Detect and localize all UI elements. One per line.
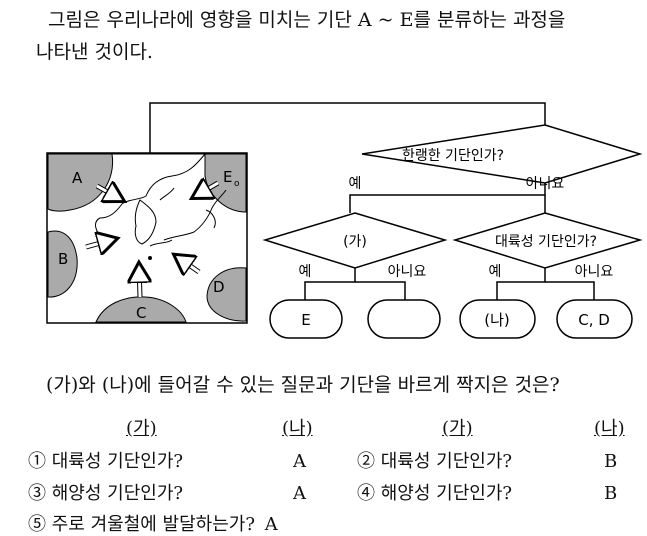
question-text: (가)와 (나)에 들어갈 수 있는 질문과 기단을 바르게 짝지은 것은? bbox=[46, 374, 560, 396]
stem-line-2: 나타낸 것이다. bbox=[36, 41, 153, 63]
air-mass-B bbox=[47, 230, 78, 298]
option-1-num: ① bbox=[28, 451, 46, 472]
option-5[interactable]: ⑤ 주로 겨울철에 발달하는가? A bbox=[28, 514, 278, 536]
yes-label-3: 예 bbox=[489, 264, 502, 280]
flowchart: 한랭한 기단인가? 예 아니요 (가) 대륙성 기단인가? 예 아니요 예 아니… bbox=[262, 124, 643, 339]
option-3-num: ③ bbox=[28, 483, 46, 504]
stem-line-1: 그림은 우리나라에 영향을 미치는 기단 A ~ E를 분류하는 과정을 bbox=[48, 9, 566, 31]
label-A: A bbox=[72, 169, 83, 187]
decision-ga-text: (가) bbox=[343, 234, 367, 250]
no-label-3: 아니요 bbox=[575, 264, 614, 280]
result-E-text: E bbox=[301, 311, 310, 329]
continent-outline bbox=[95, 153, 207, 241]
header-ga-right: (가) bbox=[442, 418, 473, 439]
result-na bbox=[459, 299, 536, 339]
header-na-left: (나) bbox=[282, 418, 313, 439]
connector-map-to-decision bbox=[149, 102, 546, 153]
result-CD bbox=[556, 299, 633, 339]
option-4[interactable]: ④ 해양성 기단인가? bbox=[357, 483, 512, 505]
decision-continental-text: 대륙성 기단인가? bbox=[495, 234, 597, 250]
yes-label-2: 예 bbox=[299, 264, 312, 280]
result-blank bbox=[367, 299, 441, 339]
option-5-answer: A bbox=[264, 514, 278, 535]
option-4-num: ④ bbox=[357, 483, 375, 504]
decision-cold-text: 한랭한 기단인가? bbox=[402, 148, 504, 164]
option-1-answer: A bbox=[293, 451, 306, 472]
korean-peninsula bbox=[134, 199, 157, 245]
no-label-2: 아니요 bbox=[388, 264, 427, 280]
label-E: E bbox=[223, 168, 232, 186]
japan-islands bbox=[149, 189, 227, 247]
option-3[interactable]: ③ 해양성 기단인가? bbox=[28, 483, 183, 505]
no-label-1: 아니요 bbox=[526, 176, 565, 192]
option-2[interactable]: ② 대륙성 기단인가? bbox=[357, 451, 512, 473]
option-2-num: ② bbox=[357, 451, 375, 472]
option-2-answer: B bbox=[604, 451, 618, 472]
option-2-text: 대륙성 기단인가? bbox=[380, 451, 513, 472]
label-C: C bbox=[136, 304, 146, 322]
label-B: B bbox=[58, 250, 68, 268]
yes-label-1: 예 bbox=[349, 176, 362, 192]
map: A B C D E o bbox=[46, 152, 248, 324]
result-E bbox=[269, 299, 343, 339]
option-4-text: 해양성 기단인가? bbox=[380, 483, 513, 504]
label-E-subscript: o bbox=[234, 179, 240, 189]
option-3-answer: A bbox=[293, 483, 306, 504]
option-5-text: 주로 겨울철에 발달하는가? bbox=[51, 514, 255, 535]
header-ga-left: (가) bbox=[126, 418, 157, 439]
header-na-right: (나) bbox=[594, 418, 625, 439]
result-na-text: (나) bbox=[484, 311, 510, 329]
option-5-num: ⑤ bbox=[28, 514, 46, 535]
option-1-text: 대륙성 기단인가? bbox=[51, 451, 184, 472]
option-1[interactable]: ① 대륙성 기단인가? bbox=[28, 451, 183, 473]
air-mass-D bbox=[206, 267, 247, 322]
option-3-text: 해양성 기단인가? bbox=[51, 483, 184, 504]
air-mass-A bbox=[47, 153, 114, 212]
option-4-answer: B bbox=[604, 483, 618, 504]
air-mass-C bbox=[95, 296, 187, 323]
label-D: D bbox=[213, 278, 225, 296]
result-CD-text: C, D bbox=[578, 311, 610, 329]
